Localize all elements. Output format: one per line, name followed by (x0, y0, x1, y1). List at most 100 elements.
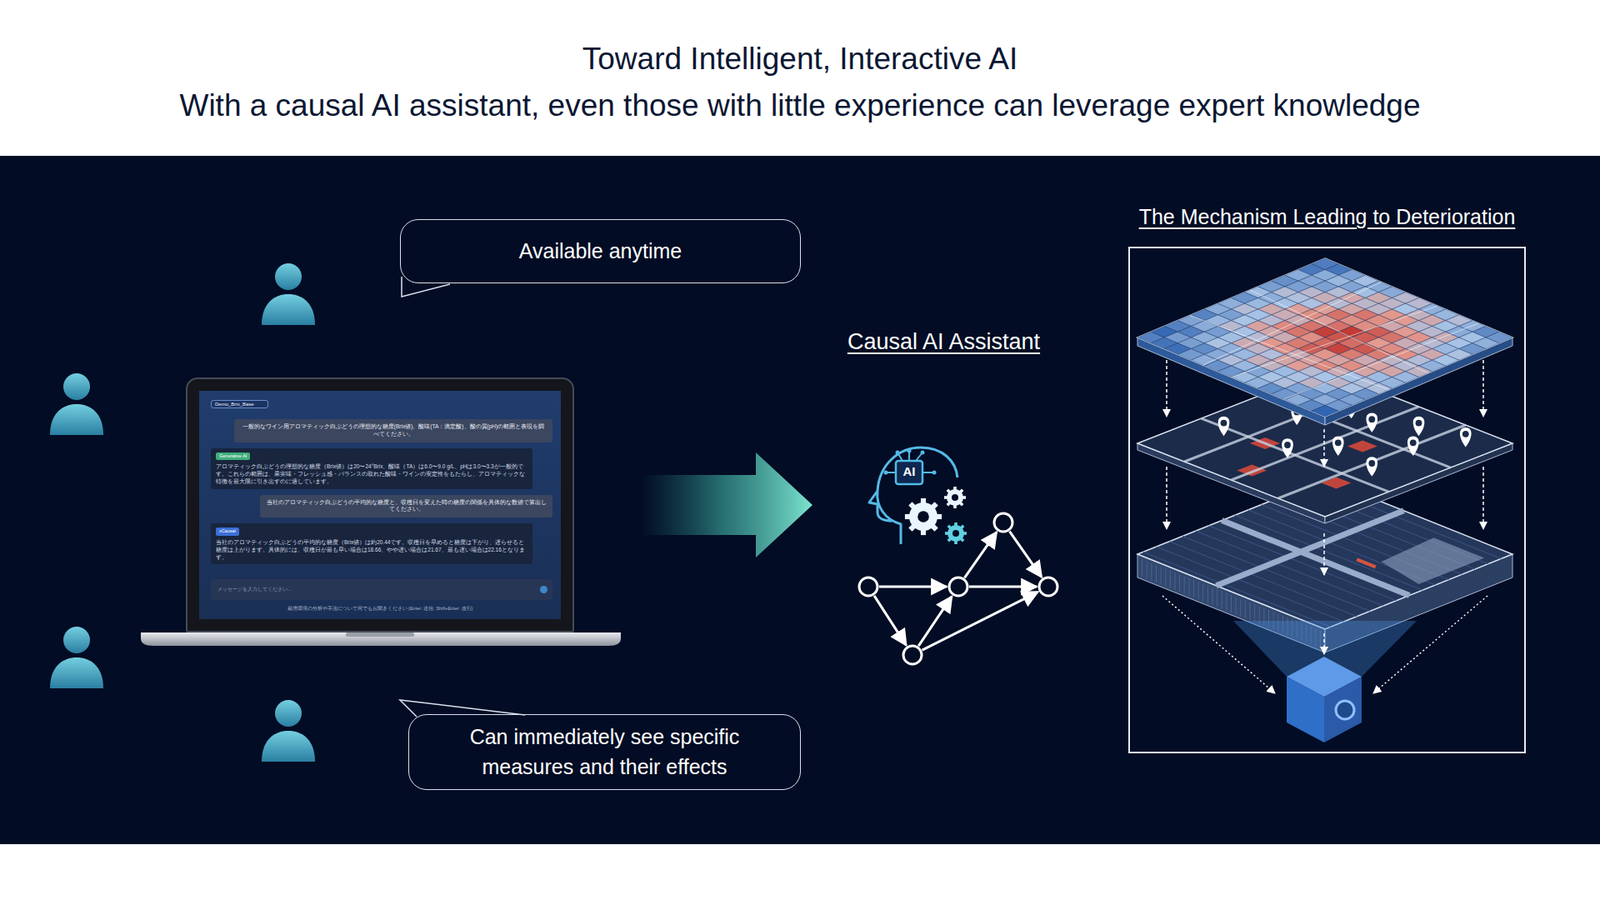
strata-line (1182, 535, 1370, 611)
person-icon (50, 373, 104, 435)
side-hatch (1245, 600, 1246, 619)
person-head (275, 263, 302, 290)
pin-dot (1220, 420, 1228, 427)
pin-dot (1335, 439, 1342, 446)
heatmap-layer (1137, 258, 1513, 425)
gear-body (909, 502, 938, 531)
graph-edge (969, 585, 1037, 589)
map-road (1250, 290, 1429, 374)
map-road (1231, 305, 1439, 378)
graph-node (949, 577, 968, 596)
title: Toward Intelligent, Interactive AI (0, 41, 1600, 77)
node-text: 一般的なワイン用アロマティック白ぶどうの理想的な糖度(Brix値)、酸味(TA：… (240, 423, 547, 439)
strata-line (1195, 530, 1384, 606)
layer-side (1325, 337, 1513, 425)
node-text: メッセージを入力してください... (217, 585, 535, 594)
person-body (261, 294, 315, 325)
graph-node (903, 645, 922, 665)
terrain-patch (1381, 537, 1485, 585)
dashed-arrow (1482, 360, 1485, 417)
circuit-dot (895, 450, 900, 455)
map-pin (1407, 436, 1420, 456)
side-hatch (1207, 585, 1209, 604)
node-text: The Mechanism Leading to Deterioration (1139, 205, 1516, 230)
gear-body (946, 489, 964, 506)
hot-block (1236, 465, 1267, 477)
graph-node (1039, 577, 1058, 596)
graph-node (994, 513, 1013, 532)
laptop-notch (345, 632, 415, 637)
map-pin (1460, 427, 1472, 447)
side-hatch (1137, 557, 1139, 575)
node-text: Available anytime (519, 235, 682, 266)
side-hatch (1179, 574, 1180, 592)
person-icon (261, 263, 315, 325)
side-hatch (1202, 584, 1204, 602)
node-text: Causal AI Assistant (812, 329, 1075, 355)
bubble-tail (401, 276, 450, 297)
side-hatch (1146, 561, 1148, 580)
side-hatch (1184, 576, 1185, 595)
person-head (63, 626, 90, 654)
chip-label: AI (895, 464, 923, 479)
gear-hole (951, 494, 959, 501)
user-message: 一般的なワイン用アロマティック白ぶどうの理想的な糖度(Brix値)、酸味(TA：… (234, 419, 553, 443)
map-road (1203, 282, 1382, 366)
gear-icon (945, 522, 967, 545)
cube-top (1286, 656, 1362, 697)
person-head (275, 700, 302, 727)
map-pin (1365, 456, 1378, 476)
dashed-arrow (1165, 466, 1168, 530)
side-hatch (1198, 581, 1200, 600)
footer-hint: 栽培環境の分析や手法について何でもお聞きください (Enter: 送信, Shi… (185, 605, 575, 612)
flow-arrow (574, 452, 813, 558)
graph-edge (922, 591, 1039, 650)
map-pin (1281, 438, 1294, 458)
hot-block (1347, 440, 1378, 452)
side-hatch (1250, 602, 1251, 620)
user-message: 当社のアロマティック白ぶどうの平均的な糖度と、収穫日を変えた時の糖度の関係を具体… (260, 495, 553, 519)
pin-shape (1332, 436, 1345, 456)
graph-edge (1009, 531, 1041, 578)
gear-body (947, 525, 965, 542)
person-body (261, 730, 315, 762)
graph-edge (874, 595, 906, 645)
send-button (540, 585, 548, 594)
graph-edge (964, 531, 996, 578)
map-pin (1218, 416, 1230, 436)
circuit-dot (884, 470, 889, 475)
tag-text: Generative AI (215, 452, 250, 461)
gear-hole (917, 510, 930, 523)
side-hatch (1165, 569, 1166, 587)
assistant-box: Causal AI Assistant (812, 329, 1075, 671)
gear-hole (952, 530, 960, 537)
side-hatch (1150, 563, 1152, 581)
mechanism-frame: The Mechanism Leading to Deterioration (1128, 246, 1526, 754)
node-text: 当社のアロマティック白ぶどうの平均的な糖度と、収穫日を変えた時の糖度の関係を具体… (265, 499, 547, 515)
side-hatch (1235, 596, 1237, 615)
side-hatch (1175, 572, 1176, 590)
map-pin (1413, 416, 1425, 436)
side-hatch (1221, 591, 1223, 610)
dotted-arrow (1162, 595, 1275, 694)
speech-bubble: Can immediately see specific measures an… (408, 714, 801, 790)
heat-cell (1311, 405, 1339, 417)
circuit-dot (932, 470, 937, 475)
pipe (1216, 510, 1405, 586)
layer-top (1137, 370, 1513, 517)
person-icon (261, 700, 315, 762)
side-hatch (1240, 599, 1241, 617)
head-outline (869, 447, 958, 545)
pin-dot (1368, 460, 1375, 467)
map-pin (1365, 412, 1378, 432)
gear-icon (905, 498, 942, 535)
laptop-screen: Demo_Brix_Base一般的なワイン用アロマティック白ぶどうの理想的な糖度… (185, 377, 575, 633)
pin-dot (1415, 420, 1423, 427)
ai-chip (895, 460, 923, 485)
speech-bubble: Available anytime (400, 219, 801, 284)
city-layer (1137, 370, 1513, 524)
strata-line (1143, 551, 1331, 627)
camera-lens (1335, 700, 1355, 720)
side-hatch (1160, 566, 1162, 585)
